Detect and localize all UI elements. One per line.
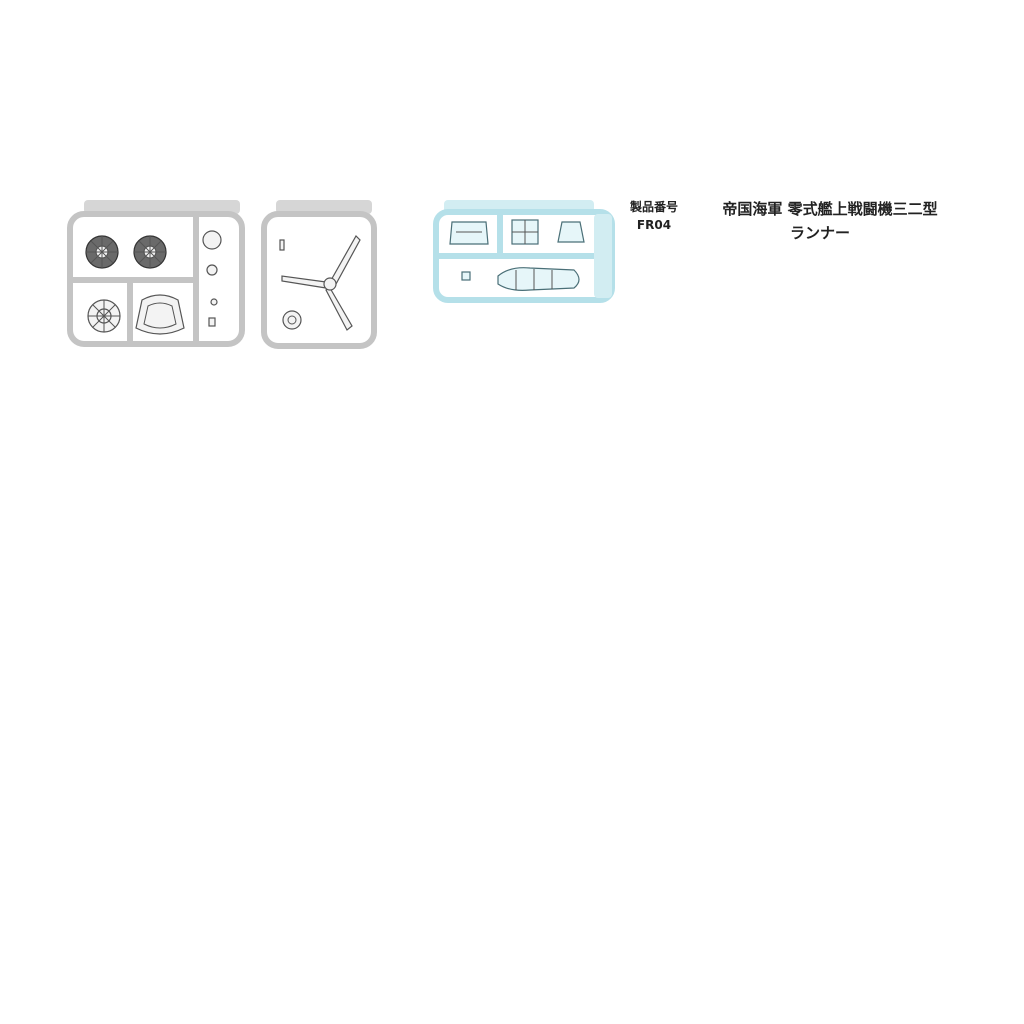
product-code-label: 製品番号 [629, 200, 678, 214]
canopy-small-part [461, 271, 471, 281]
prop-hub-part [282, 310, 302, 330]
tiny-disc-part [210, 298, 218, 306]
canopy-windshield-part [449, 221, 489, 245]
propeller-part [281, 235, 361, 331]
engine-cylinder-front [85, 235, 119, 269]
product-subtitle: ランナー [789, 224, 850, 242]
canopy-full-part [497, 267, 580, 291]
product-title: 帝国海軍 零式艦上戦闘機三二型 [722, 200, 938, 218]
runner-propeller [261, 200, 377, 349]
product-code: FR04 [636, 218, 672, 232]
canopy-rear-part [557, 221, 585, 243]
canopy-slide-part [511, 219, 539, 245]
product-code-block: 製品番号 FR04 [618, 198, 690, 234]
engine-crankcase [87, 299, 121, 333]
spinner-part [202, 230, 222, 250]
runner-canopy [433, 200, 615, 303]
engine-cylinder-rear [133, 235, 167, 269]
pin-part [208, 317, 216, 327]
runner-engine [67, 200, 245, 347]
prop-pin-part [279, 239, 285, 251]
small-disc-part [206, 264, 218, 276]
cowl-ring [135, 294, 185, 335]
